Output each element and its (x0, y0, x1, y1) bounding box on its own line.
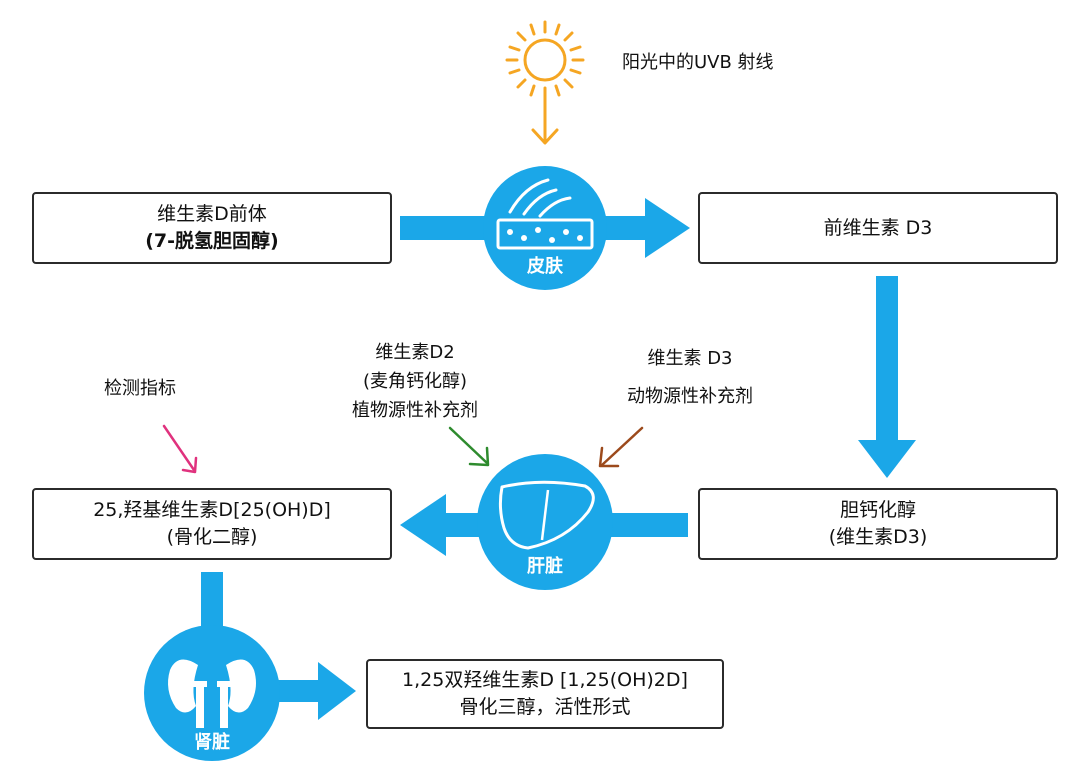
arrowhead-to-previtamin (645, 198, 690, 258)
precursor-name: 维生素D前体 (157, 203, 267, 225)
precursor-compound: (7-脱氢胆固醇) (145, 230, 279, 252)
arrow-kidney-to-calcitriol (270, 680, 324, 702)
arrowhead-to-calcitriol (318, 662, 356, 720)
d3-source: 动物源性补充剂 (627, 386, 753, 407)
d3-input-arrow (598, 426, 644, 468)
d2-source: 植物源性补充剂 (352, 400, 478, 421)
skin-icon (496, 178, 594, 250)
cholecalciferol-alias: (维生素D3) (828, 526, 928, 548)
kidney-label: 肾脏 (194, 732, 230, 753)
skin-node (483, 166, 607, 290)
box-calcidiol: 25,羟基维生素D[25(OH)D] (骨化二醇) (32, 488, 392, 560)
box-cholecalciferol: 胆钙化醇 (维生素D3) (698, 488, 1058, 560)
box-previtamin-d3: 前维生素 D3 (698, 192, 1058, 264)
arrow-calcidiol-to-kidney (201, 572, 223, 634)
calcitriol-name: 1,25双羟维生素D [1,25(OH)2D] (402, 669, 688, 691)
cholecalciferol-name: 胆钙化醇 (839, 499, 916, 521)
test-indicator-label: 检测指标 (104, 378, 176, 399)
box-calcitriol: 1,25双羟维生素D [1,25(OH)2D] 骨化三醇，活性形式 (366, 659, 724, 729)
previtamin-name: 前维生素 D3 (823, 216, 933, 239)
liver-node (477, 454, 613, 590)
calcitriol-alias: 骨化三醇，活性形式 (459, 696, 631, 718)
d2-name: 维生素D2 (375, 342, 455, 363)
liver-icon (498, 480, 595, 550)
skin-label: 皮肤 (527, 256, 563, 277)
d2-compound: (麦角钙化醇) (362, 371, 468, 392)
uvb-arrow (531, 95, 559, 145)
d2-input-label: 维生素D2 (麦角钙化醇) 植物源性补充剂 (300, 338, 530, 425)
kidney-icon (168, 659, 256, 728)
calcidiol-alias: (骨化二醇) (166, 526, 258, 548)
arrow-previtamin-to-cholecalciferol (876, 276, 898, 442)
calcidiol-name: 25,羟基维生素D[25(OH)D] (93, 499, 331, 521)
arrowhead-to-calcidiol (400, 494, 446, 556)
box-precursor: 维生素D前体 (7-脱氢胆固醇) (32, 192, 392, 264)
d3-input-label: 维生素 D3 动物源性补充剂 (590, 346, 790, 410)
liver-label: 肝脏 (527, 556, 563, 577)
sun-icon (505, 20, 585, 100)
d2-input-arrow (448, 426, 490, 467)
kidney-node (144, 625, 280, 761)
arrowhead-to-cholecalciferol (858, 440, 916, 478)
uvb-label: 阳光中的UVB 射线 (622, 52, 774, 73)
test-indicator-arrow (162, 424, 198, 474)
d3-name: 维生素 D3 (647, 348, 733, 369)
